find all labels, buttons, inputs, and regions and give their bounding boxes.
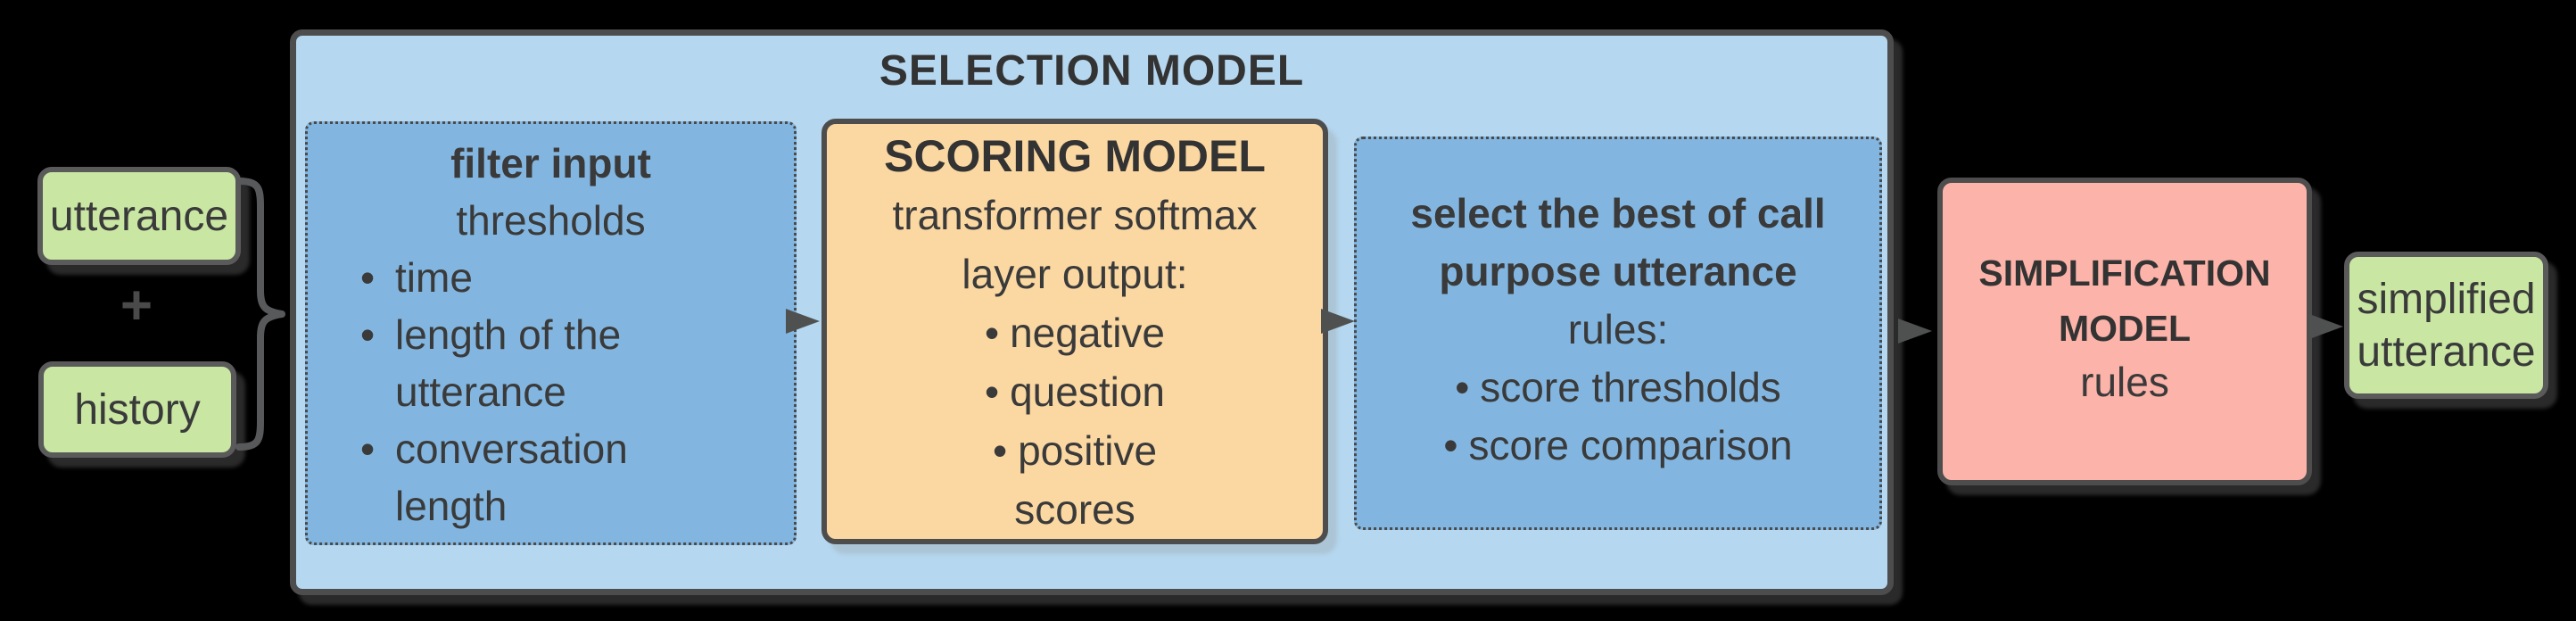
list-item: score comparison <box>1357 417 1879 475</box>
list-item: length of the utterance <box>340 306 794 420</box>
plus-icon: + <box>120 274 153 336</box>
list-item: conversation length <box>340 420 794 534</box>
simplification-model-box: SIMPLIFICATION MODEL rules <box>1937 178 2312 485</box>
scoring-model-title: SCORING MODEL <box>884 131 1266 181</box>
filter-heading: filter input <box>450 140 651 186</box>
output-simplified-utterance-box: simplified utterance <box>2344 252 2548 399</box>
scoring-model-box: SCORING MODEL transformer softmax layer … <box>822 119 1328 544</box>
arrow-right-icon <box>2309 314 2343 339</box>
scoring-description: transformer softmax layer output: <box>892 192 1258 297</box>
list-item: positive <box>827 421 1323 480</box>
scoring-footer: scores <box>1014 486 1135 533</box>
selection-model-title: SELECTION MODEL <box>879 47 1305 95</box>
select-best-box: select the best of call purpose utteranc… <box>1354 137 1882 530</box>
list-item: question <box>827 362 1323 421</box>
filter-bullet-list: time length of the utterance conversatio… <box>308 249 794 534</box>
simplification-model-subtitle: rules <box>2080 359 2169 405</box>
filter-input-box: filter input thresholds time length of t… <box>305 121 797 545</box>
arrow-right-icon <box>786 309 820 334</box>
select-best-subheading: rules: <box>1567 306 1669 352</box>
simplification-model-title: SIMPLIFICATION MODEL <box>1978 253 2271 349</box>
input-utterance-label: utterance <box>49 192 229 240</box>
input-utterance-box: utterance <box>37 167 241 265</box>
select-best-heading: select the best of call purpose utteranc… <box>1410 190 1826 294</box>
list-item: score thresholds <box>1357 359 1879 417</box>
input-history-box: history <box>38 361 236 458</box>
arrow-right-icon <box>1321 309 1355 334</box>
input-history-label: history <box>74 385 201 434</box>
list-item: time <box>340 249 794 306</box>
output-label: simplified utterance <box>2357 275 2536 376</box>
list-item: negative <box>827 303 1323 362</box>
arrow-right-icon <box>1898 319 1932 344</box>
filter-subheading: thresholds <box>456 197 646 244</box>
curly-brace-icon <box>235 178 285 451</box>
